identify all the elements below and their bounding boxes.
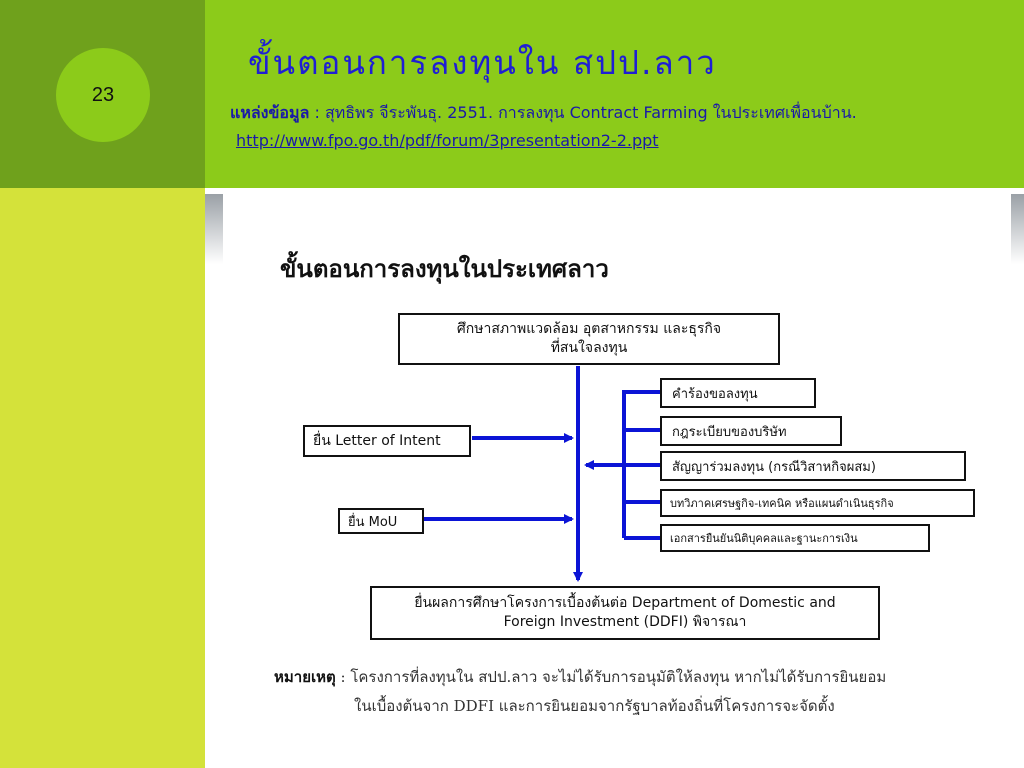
doc-label-5: เอกสารยืนยันนิติบุคคลและฐานะการเงิน: [670, 532, 858, 545]
slide-number: 23: [56, 48, 150, 142]
source-text: : สุทธิพร จีระพันธุ. 2551. การลงทุน Cont…: [309, 103, 857, 122]
doc-label-4: บทวิภาคเศรษฐกิจ-เทคนิค หรือแผนดำเนินธุรก…: [670, 497, 894, 510]
note-line-2: ในเบื้องต้นจาก DDFI และการยินยอมจากรัฐบา…: [354, 697, 835, 715]
note-text-1: : โครงการที่ลงทุนใน สปป.ลาว จะไม่ได้รับก…: [335, 668, 887, 686]
slide-title: ขั้นตอนการลงทุนใน สปป.ลาว: [248, 43, 717, 82]
top-box-line1: ศึกษาสภาพแวดล้อม อุตสาหกรรม และธุรกิจ: [456, 321, 722, 337]
mou-label: ยื่น MoU: [348, 514, 398, 530]
doc-box-3: สัญญาร่วมลงทุน (กรณีวิสาหกิจผสม): [660, 451, 966, 481]
letter-of-intent-box: ยื่น Letter of Intent: [303, 425, 471, 457]
letter-of-intent-label: ยื่น Letter of Intent: [313, 433, 441, 449]
diagram-heading: ขั้นตอนการลงทุนในประเทศลาว: [280, 254, 609, 283]
source-label: แหล่งข้อมูล: [230, 103, 310, 122]
left-sidebar: [0, 188, 205, 768]
top-box-line2: ที่สนใจลงทุน: [550, 340, 628, 356]
doc-box-2: กฎระเบียบของบริษัท: [660, 416, 842, 446]
top-box: ศึกษาสภาพแวดล้อม อุตสาหกรรม และธุรกิจ ที…: [398, 313, 780, 365]
mou-box: ยื่น MoU: [338, 508, 424, 534]
bottom-box-line2: Foreign Investment (DDFI) พิจารณา: [503, 614, 747, 630]
doc-box-4: บทวิภาคเศรษฐกิจ-เทคนิค หรือแผนดำเนินธุรก…: [660, 489, 975, 517]
picture-shadow-left: [205, 194, 223, 264]
note-label: หมายเหตุ: [274, 668, 336, 686]
doc-label-1: คำร้องขอลงทุน: [672, 386, 758, 402]
bottom-box-line1: ยื่นผลการศึกษาโครงการเบื้องต้นต่อ Depart…: [414, 595, 836, 611]
bottom-box: ยื่นผลการศึกษาโครงการเบื้องต้นต่อ Depart…: [370, 586, 880, 640]
doc-box-5: เอกสารยืนยันนิติบุคคลและฐานะการเงิน: [660, 524, 930, 552]
source-line: แหล่งข้อมูล : สุทธิพร จีระพันธุ. 2551. ก…: [230, 101, 857, 126]
doc-box-1: คำร้องขอลงทุน: [660, 378, 816, 408]
doc-label-3: สัญญาร่วมลงทุน (กรณีวิสาหกิจผสม): [672, 459, 876, 475]
picture-shadow-right: [1011, 194, 1024, 264]
doc-label-2: กฎระเบียบของบริษัท: [672, 424, 787, 440]
source-link[interactable]: http://www.fpo.go.th/pdf/forum/3presenta…: [236, 131, 659, 150]
note-line-1: หมายเหตุ : โครงการที่ลงทุนใน สปป.ลาว จะไ…: [274, 665, 886, 689]
